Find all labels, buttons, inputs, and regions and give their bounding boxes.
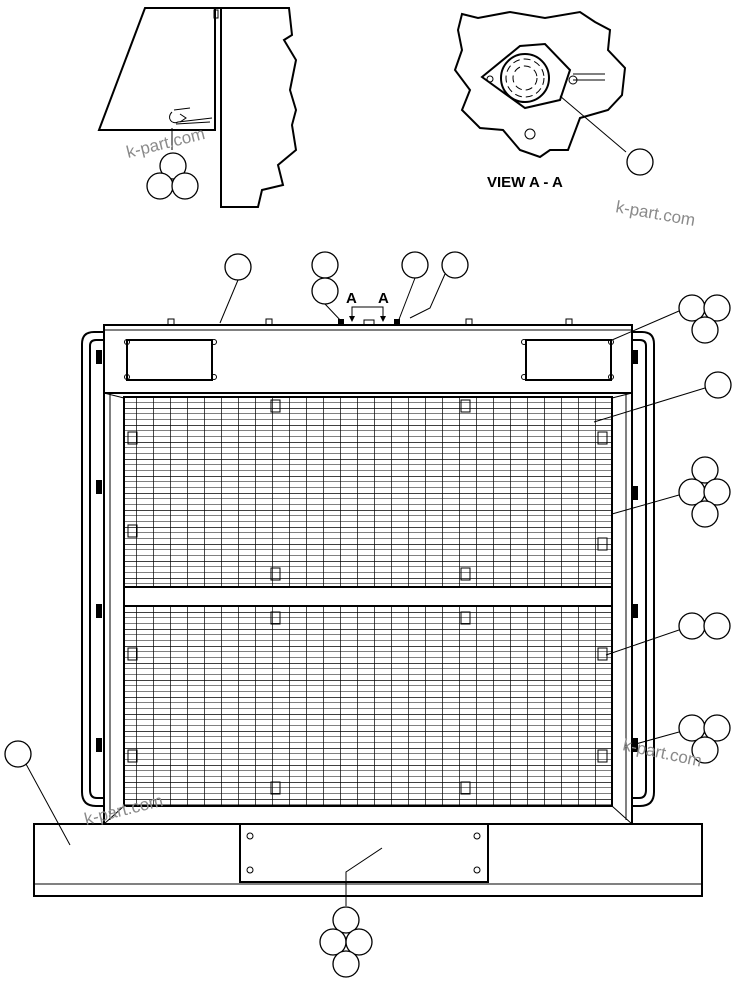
upper-grid-screen [123, 396, 613, 588]
radiator-frame [103, 318, 633, 825]
center-crossbar [123, 586, 613, 607]
lower-grid-screen [123, 605, 613, 807]
detail-hinge [97, 7, 298, 208]
view-a-a-detail: VIEW A - A [453, 10, 627, 191]
left-balloon [4, 740, 71, 846]
section-label-left: A [346, 290, 357, 307]
top-balloons [219, 251, 469, 324]
balloon-cluster-detail [146, 152, 199, 200]
base-rail [33, 823, 703, 897]
bottom-balloons [319, 847, 383, 978]
view-a-a-title: VIEW A - A [487, 174, 563, 191]
balloon-view [626, 148, 654, 176]
section-marker-a-a: A A [346, 290, 389, 322]
right-balloons [593, 294, 732, 764]
watermark-2: k-part.com [614, 197, 696, 230]
section-label-right: A [378, 290, 389, 307]
side-handles [81, 331, 655, 807]
